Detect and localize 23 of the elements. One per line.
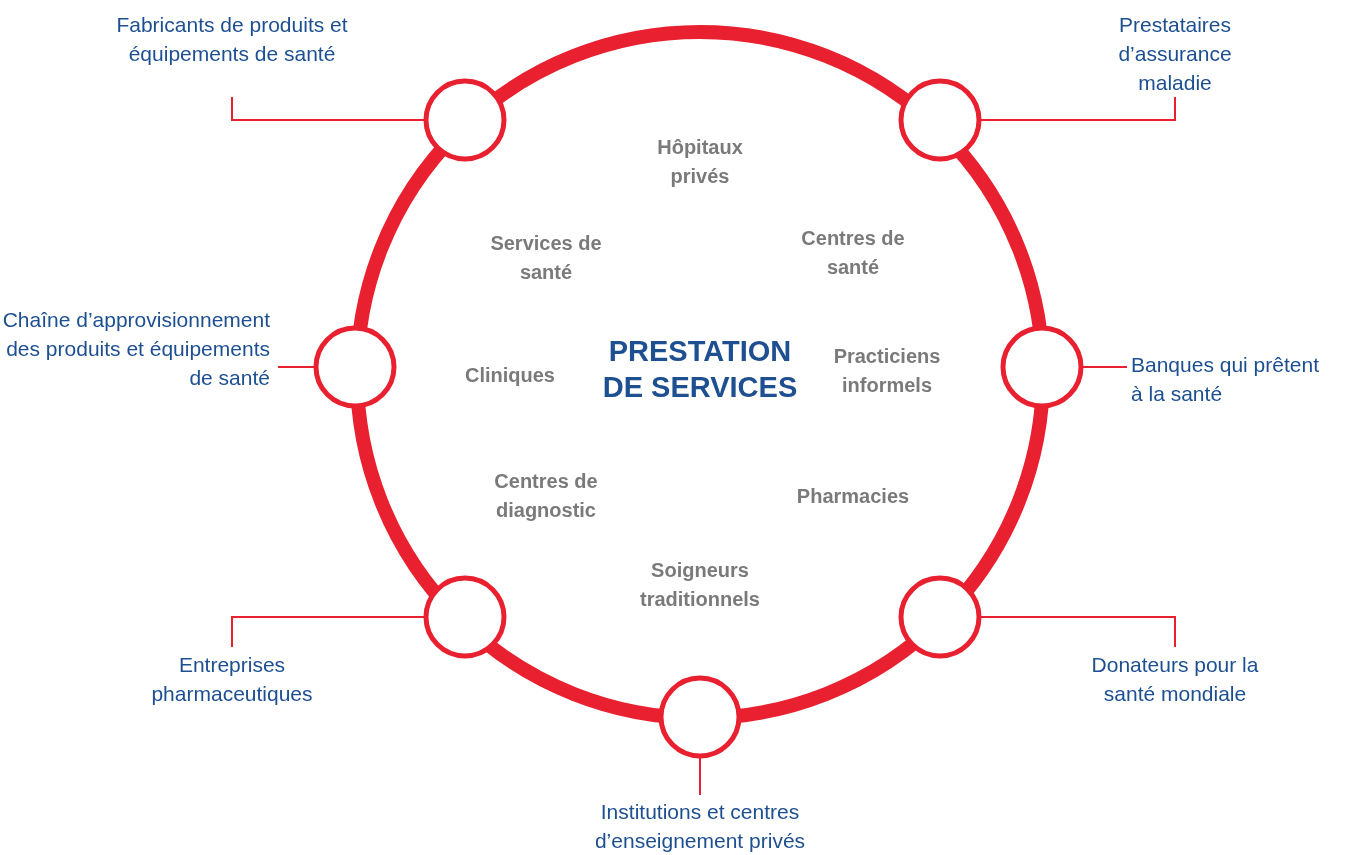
service-label: Centres de diagnostic: [493, 469, 599, 523]
stakeholder-label: Entreprises pharmaceutiques: [112, 650, 352, 708]
center-title: PRESTATION DE SERVICES: [601, 334, 799, 405]
leader-line: [1082, 366, 1128, 368]
service-label: Soigneurs traditionnels: [639, 558, 761, 612]
leader-line: [699, 757, 701, 796]
leader-line: [231, 616, 425, 648]
stakeholder-label: Prestataires d’assurance maladie: [1095, 10, 1255, 97]
service-label: Practiciens informels: [832, 344, 942, 398]
service-label: Cliniques: [464, 363, 556, 388]
leader-line: [277, 366, 315, 368]
stakeholder-label: Banques qui prêtent à la santé: [1131, 350, 1336, 408]
stakeholder-label: Fabricants de produits et équipements de santé: [102, 10, 362, 68]
service-label: Centres de santé: [800, 226, 906, 280]
service-label: Hôpitaux privés: [656, 135, 744, 189]
service-label: Services de santé: [489, 231, 603, 285]
stakeholder-label: Institutions et centres d’enseignement privés: [545, 797, 855, 855]
stakeholder-label: Donateurs pour la santé mondiale: [1070, 650, 1280, 708]
stakeholder-label: Chaîne d’approvisionnement des produits et équipements de santé: [0, 305, 270, 392]
leader-line: [231, 96, 425, 121]
leader-line: [980, 616, 1176, 648]
leader-line: [980, 96, 1176, 121]
service-label: Pharmacies: [795, 484, 911, 509]
